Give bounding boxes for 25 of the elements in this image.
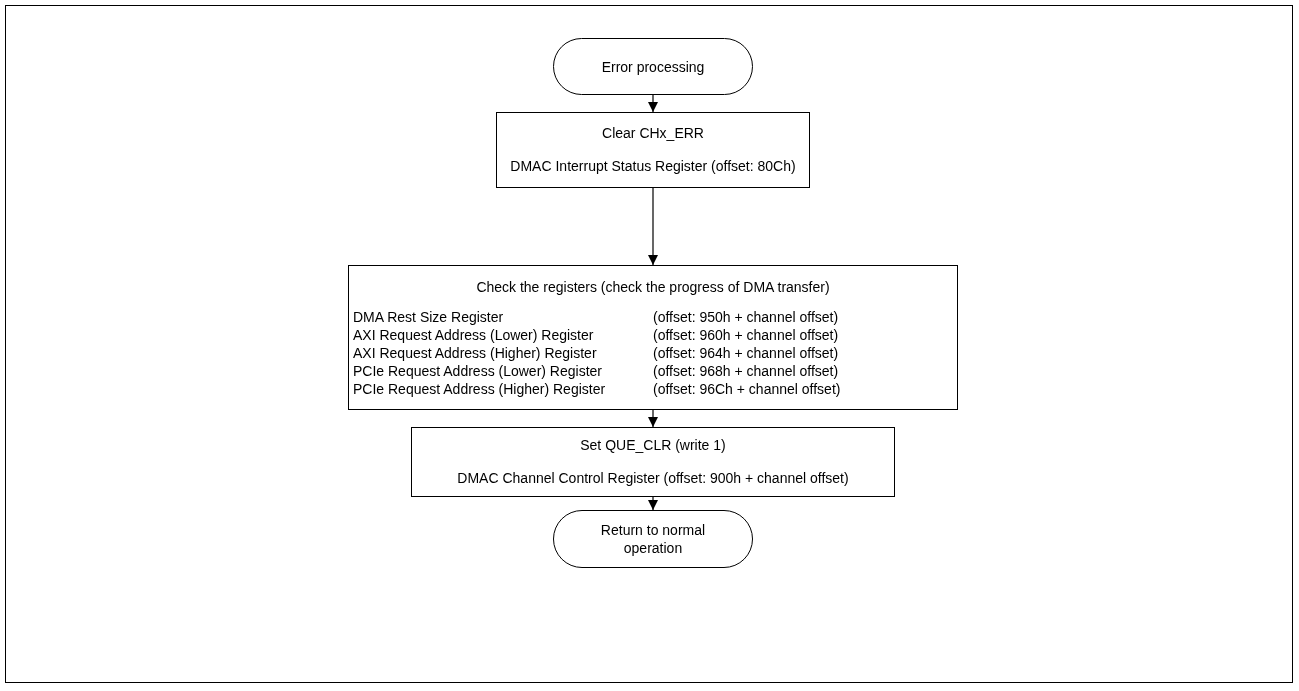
step-title: Clear CHx_ERR (602, 124, 704, 143)
terminal-label: Return to normal operation (599, 521, 707, 557)
register-name: PCIe Request Address (Higher) Register (353, 380, 607, 398)
register-description: DMAC Interrupt Status Register (offset: 80Ch) (510, 157, 796, 176)
register-name: AXI Request Address (Lower) Register (353, 326, 595, 344)
step-title: Set QUE_CLR (write 1) (580, 436, 726, 455)
register-offset: (offset: 96Ch + channel offset) (653, 380, 842, 398)
register-name: AXI Request Address (Higher) Register (353, 344, 598, 362)
arrow (648, 187, 658, 266)
terminator (553, 38, 753, 95)
arrow (648, 409, 658, 428)
arrow (648, 94, 658, 113)
box-heading: Check the registers (check the progress of DMA transfer) (475, 278, 831, 297)
register-name: DMA Rest Size Register (353, 308, 505, 326)
process-box (411, 427, 895, 497)
register-offset: (offset: 960h + channel offset) (653, 326, 840, 344)
register-offset: (offset: 964h + channel offset) (653, 344, 840, 362)
terminal-label: Error processing (600, 57, 706, 76)
register-description: DMAC Channel Control Register (offset: 900h + channel offset) (457, 469, 849, 488)
process-box (496, 112, 810, 188)
register-offset: (offset: 968h + channel offset) (653, 362, 840, 380)
arrow (648, 496, 658, 511)
register-name: PCIe Request Address (Lower) Register (353, 362, 603, 380)
register-offset: (offset: 950h + channel offset) (653, 308, 840, 326)
process-box (348, 265, 958, 410)
